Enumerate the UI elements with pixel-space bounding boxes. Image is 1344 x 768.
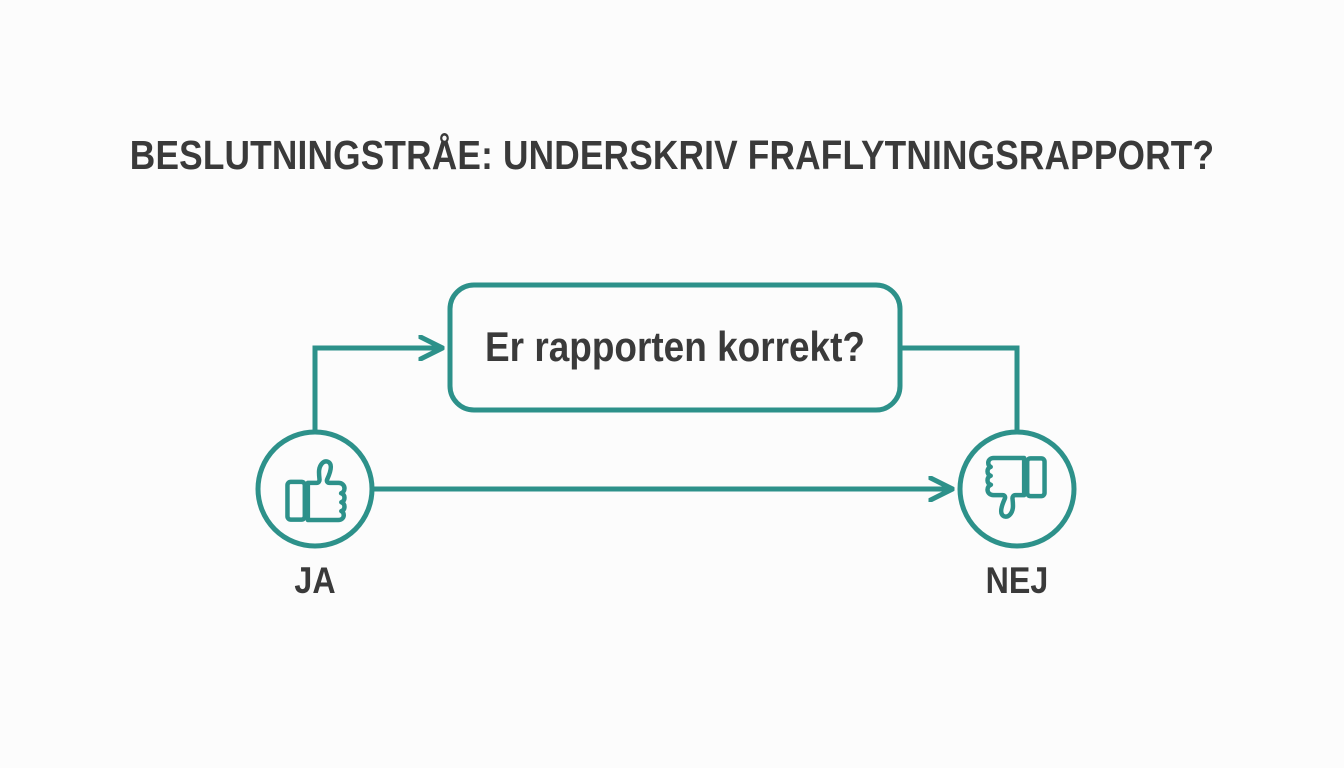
edge-question-to-no (900, 345, 1020, 434)
edge-yes-to-question (312, 348, 441, 432)
thumbs-up-icon (285, 459, 347, 523)
node-no-label: NEJ (985, 560, 1049, 601)
node-question-box[interactable] (447, 282, 903, 413)
node-no-circle[interactable] (957, 429, 1077, 549)
node-yes-label: JA (294, 560, 336, 601)
node-question-label: Er rapporten korrekt? (485, 323, 865, 370)
thumbs-down-icon (985, 455, 1047, 519)
node-yes-circle[interactable] (255, 429, 375, 549)
page-title: BESLUTNINGSTRÅE: UNDERSKRIV FRAFLYTNINGS… (129, 132, 1215, 178)
